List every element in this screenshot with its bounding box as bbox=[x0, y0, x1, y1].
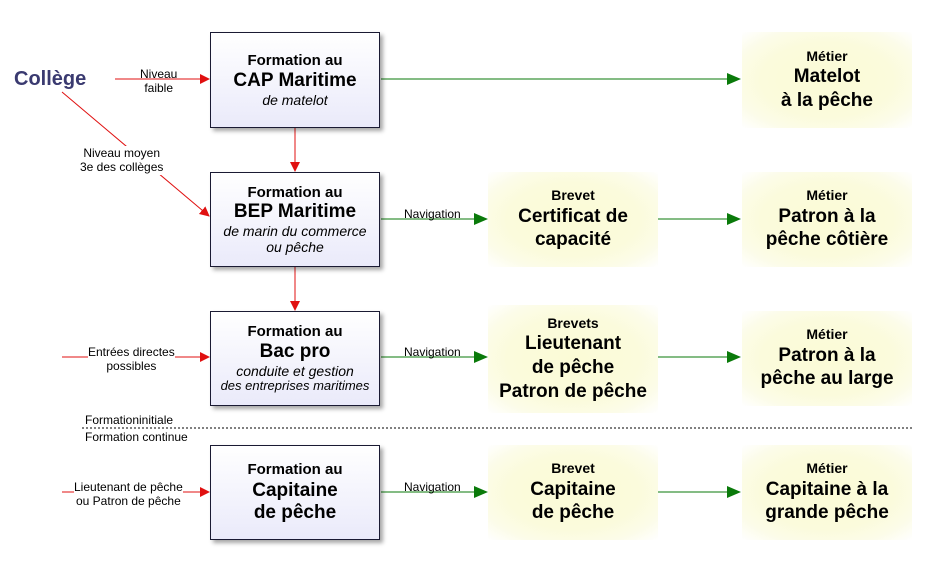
metier-matelot-title: Métier bbox=[806, 47, 848, 64]
metier-capitaine-line2: grande pêche bbox=[765, 502, 889, 524]
brevet-lieutenant-title: Brevets bbox=[547, 314, 599, 331]
formation-cap-line2: CAP Maritime bbox=[233, 69, 357, 91]
label-lieutenant-patron: Lieutenant de pêche ou Patron de pêche bbox=[74, 480, 183, 509]
formation-bep-line1: Formation au bbox=[247, 183, 343, 201]
brevet-lieutenant-line3: Patron de pêche bbox=[499, 380, 647, 402]
formation-capitaine-line1: Formation au bbox=[247, 461, 343, 479]
label-lieutenant-line2: ou Patron de pêche bbox=[76, 494, 181, 509]
formation-bep-line2: BEP Maritime bbox=[233, 201, 357, 223]
label-navigation-bep: Navigation bbox=[404, 207, 461, 221]
formation-capitaine-line3: de pêche bbox=[253, 502, 337, 524]
formation-cap-maritime: Formation au CAP Maritime de matelot bbox=[210, 32, 380, 128]
separator-label-initiale: Formationinitiale bbox=[85, 413, 174, 427]
brevet-lieutenant-line1: Lieutenant bbox=[524, 333, 622, 355]
brevet-certificat-capacite: Brevet Certificat de capacité bbox=[488, 172, 658, 267]
label-navigation-bacpro: Navigation bbox=[404, 345, 461, 359]
brevet-lieutenant-line2: de pêche bbox=[531, 356, 615, 378]
separator-label-continue: Formation continue bbox=[85, 430, 188, 444]
college-label: Collège bbox=[14, 68, 87, 90]
formation-capitaine-peche: Formation au Capitaine de pêche bbox=[210, 445, 380, 540]
formation-bacpro-line1: Formation au bbox=[247, 323, 343, 341]
label-lieutenant-line1: Lieutenant de pêche bbox=[74, 480, 183, 494]
label-niveau-faible-line1: Niveau bbox=[140, 67, 178, 81]
metier-capitaine-grande-peche: Métier Capitaine à la grande pêche bbox=[742, 445, 912, 540]
label-niveau-moyen-line2: 3e des collèges bbox=[80, 160, 164, 175]
formation-bep-line4: ou pêche bbox=[266, 239, 324, 256]
brevet-certificat-line2: capacité bbox=[534, 229, 612, 251]
label-niveau-moyen-line1: Niveau moyen bbox=[83, 146, 161, 160]
metier-patron-large-line1: Patron à la bbox=[778, 344, 876, 366]
label-entrees-line2: possibles bbox=[106, 359, 157, 374]
formation-cap-line1: Formation au bbox=[247, 52, 343, 70]
metier-matelot-line1: Matelot bbox=[793, 66, 861, 87]
metier-matelot-line2: à la pêche bbox=[781, 89, 873, 111]
brevet-capitaine-line1: Capitaine bbox=[530, 478, 616, 500]
label-niveau-faible-line2: faible bbox=[144, 81, 174, 96]
metier-patron-cotiere-line2: pêche côtière bbox=[765, 229, 889, 251]
brevet-certificat-line1: Certificat de bbox=[518, 205, 628, 227]
brevet-capitaine-line2: de pêche bbox=[531, 502, 615, 524]
formation-bep-maritime: Formation au BEP Maritime de marin du co… bbox=[210, 172, 380, 267]
metier-patron-cotiere: Métier Patron à la pêche côtière bbox=[742, 172, 912, 267]
label-navigation-capitaine: Navigation bbox=[404, 480, 461, 494]
formation-bacpro-line3: conduite et gestion bbox=[236, 362, 354, 379]
metier-patron-large-line2: pêche au large bbox=[760, 368, 894, 390]
metier-patron-cotiere-title: Métier bbox=[806, 187, 848, 203]
label-niveau-faible: Niveau faible bbox=[140, 67, 177, 96]
metier-patron-cotiere-line1: Patron à la bbox=[778, 205, 876, 227]
label-niveau-moyen: Niveau moyen 3e des collèges bbox=[80, 146, 164, 175]
brevet-capitaine-peche: Brevet Capitaine de pêche bbox=[488, 445, 658, 540]
metier-capitaine-line1: Capitaine à la bbox=[765, 478, 889, 500]
formation-bep-line3: de marin du commerce bbox=[223, 222, 367, 239]
formation-cap-line3: de matelot bbox=[262, 91, 328, 108]
brevet-lieutenant-patron: Brevets Lieutenant de pêche Patron de pê… bbox=[488, 305, 658, 413]
metier-patron-large: Métier Patron à la pêche au large bbox=[742, 311, 912, 406]
metier-matelot: Métier Matelot à la pêche bbox=[742, 32, 912, 128]
formation-bacpro-line2: Bac pro bbox=[259, 340, 331, 362]
formation-bacpro-line4: des entreprises maritimes bbox=[220, 377, 370, 393]
metier-capitaine-title: Métier bbox=[806, 460, 848, 476]
label-entrees-directes: Entrées directes possibles bbox=[88, 345, 175, 374]
brevet-capitaine-title: Brevet bbox=[551, 460, 595, 476]
label-entrees-line1: Entrées directes bbox=[88, 345, 175, 359]
brevet-certificat-title: Brevet bbox=[551, 187, 595, 203]
formation-bac-pro: Formation au Bac pro conduite et gestion… bbox=[210, 311, 380, 406]
formation-capitaine-line2: Capitaine bbox=[252, 480, 338, 502]
metier-patron-large-title: Métier bbox=[806, 326, 848, 342]
